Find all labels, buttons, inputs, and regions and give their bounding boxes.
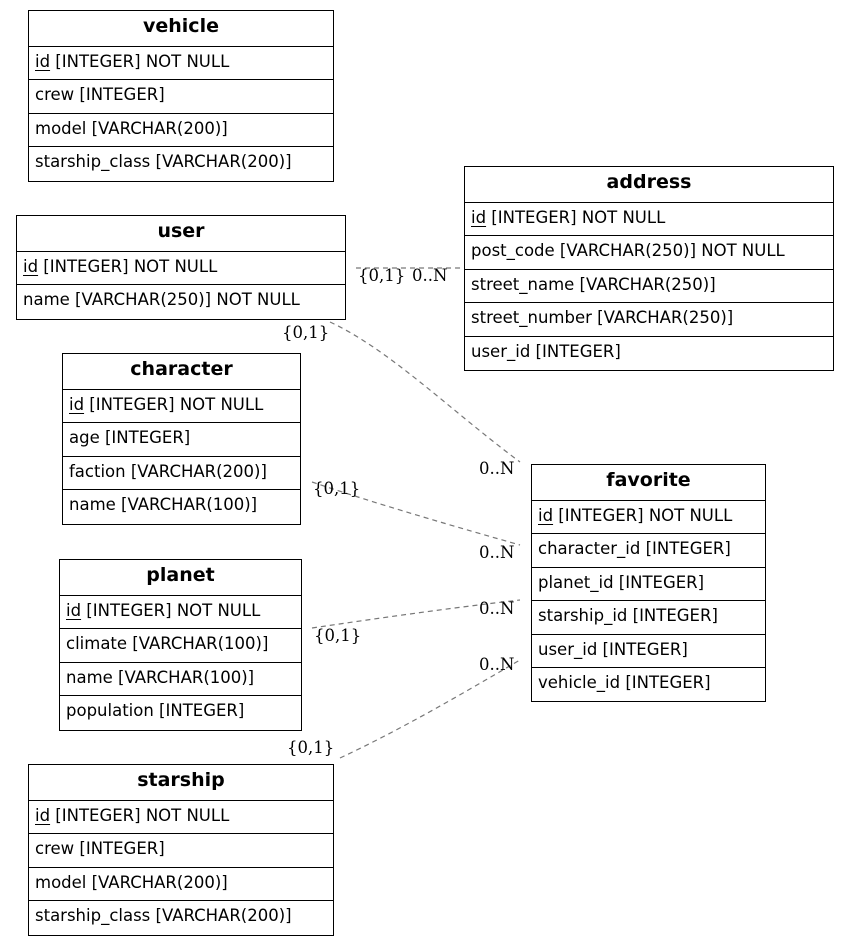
entity-address: address id [INTEGER] NOT NULL post_code … bbox=[464, 166, 834, 371]
entity-title: planet bbox=[60, 560, 301, 596]
primary-key: id bbox=[23, 257, 39, 276]
column-row: model [VARCHAR(200)] bbox=[29, 868, 333, 902]
entity-favorite: favorite id [INTEGER] NOT NULL character… bbox=[531, 464, 766, 703]
column-row: id [INTEGER] NOT NULL bbox=[17, 252, 345, 286]
column-row: starship_id [INTEGER] bbox=[532, 601, 765, 635]
primary-key: id bbox=[538, 506, 554, 525]
edge-planet-favorite bbox=[311, 599, 521, 629]
entity-title: user bbox=[17, 216, 345, 252]
primary-key: id bbox=[69, 395, 85, 414]
entity-title: vehicle bbox=[29, 11, 333, 47]
column-row: crew [INTEGER] bbox=[29, 834, 333, 868]
column-row: user_id [INTEGER] bbox=[471, 341, 621, 361]
primary-key: id bbox=[35, 806, 51, 825]
column-type: [INTEGER] NOT NULL bbox=[50, 806, 230, 825]
column-row: id [INTEGER] NOT NULL bbox=[63, 390, 300, 424]
cardinality-character-favorite-from: {0,1} bbox=[313, 479, 361, 498]
column-row: name [VARCHAR(100)] bbox=[69, 495, 258, 515]
column-type: [INTEGER] NOT NULL bbox=[81, 601, 261, 620]
entity-starship: starship id [INTEGER] NOT NULL crew [INT… bbox=[28, 764, 334, 936]
edge-user-favorite bbox=[329, 321, 521, 463]
entity-user: user id [INTEGER] NOT NULL name [VARCHAR… bbox=[16, 215, 346, 320]
column-row: planet_id [INTEGER] bbox=[532, 568, 765, 602]
column-row: user_id [INTEGER] bbox=[532, 635, 765, 668]
primary-key: id bbox=[66, 601, 82, 620]
column-type: [INTEGER] NOT NULL bbox=[553, 506, 733, 525]
column-row: id [INTEGER] NOT NULL bbox=[60, 596, 301, 630]
column-row: starship_class [VARCHAR(200)] bbox=[35, 906, 292, 926]
cardinality-planet-favorite-from: {0,1} bbox=[314, 626, 362, 645]
cardinality-starship-favorite-to: 0..N bbox=[479, 655, 515, 674]
column-row: age [INTEGER] bbox=[63, 423, 300, 457]
primary-key: id bbox=[471, 208, 487, 227]
entity-title: address bbox=[465, 167, 833, 203]
column-row: id [INTEGER] NOT NULL bbox=[532, 501, 765, 535]
cardinality-user-favorite-to: 0..N bbox=[479, 459, 515, 478]
cardinality-user-address-from: {0,1} bbox=[358, 266, 406, 285]
column-row: character_id [INTEGER] bbox=[532, 534, 765, 568]
column-row: starship_class [VARCHAR(200)] bbox=[35, 152, 292, 172]
entity-character: character id [INTEGER] NOT NULL age [INT… bbox=[62, 353, 301, 525]
column-type: [INTEGER] NOT NULL bbox=[38, 257, 218, 276]
cardinality-starship-favorite-from: {0,1} bbox=[287, 738, 335, 757]
column-type: [INTEGER] NOT NULL bbox=[84, 395, 264, 414]
column-type: [INTEGER] NOT NULL bbox=[486, 208, 666, 227]
column-row: faction [VARCHAR(200)] bbox=[63, 457, 300, 491]
edge-character-favorite bbox=[311, 481, 521, 546]
column-row: street_name [VARCHAR(250)] bbox=[465, 270, 833, 304]
column-row: post_code [VARCHAR(250)] NOT NULL bbox=[465, 236, 833, 270]
entity-title: character bbox=[63, 354, 300, 390]
cardinality-user-favorite-from: {0,1} bbox=[282, 323, 330, 342]
cardinality-planet-favorite-to: 0..N bbox=[479, 599, 515, 618]
column-row: name [VARCHAR(100)] bbox=[60, 663, 301, 697]
column-row: vehicle_id [INTEGER] bbox=[538, 672, 711, 692]
column-row: population [INTEGER] bbox=[66, 701, 245, 721]
column-row: name [VARCHAR(250)] NOT NULL bbox=[23, 290, 300, 310]
entity-title: starship bbox=[29, 765, 333, 801]
column-type: [INTEGER] NOT NULL bbox=[50, 52, 230, 71]
column-row: street_number [VARCHAR(250)] bbox=[465, 303, 833, 337]
entity-title: favorite bbox=[532, 465, 765, 501]
column-row: id [INTEGER] NOT NULL bbox=[29, 47, 333, 81]
column-row: id [INTEGER] NOT NULL bbox=[29, 801, 333, 835]
cardinality-user-address-to: 0..N bbox=[412, 266, 448, 285]
column-row: climate [VARCHAR(100)] bbox=[60, 629, 301, 663]
column-row: model [VARCHAR(200)] bbox=[29, 114, 333, 148]
column-row: crew [INTEGER] bbox=[29, 80, 333, 114]
cardinality-character-favorite-to: 0..N bbox=[479, 543, 515, 562]
primary-key: id bbox=[35, 52, 51, 71]
column-row: id [INTEGER] NOT NULL bbox=[465, 203, 833, 237]
edge-starship-favorite bbox=[339, 659, 521, 759]
entity-vehicle: vehicle id [INTEGER] NOT NULL crew [INTE… bbox=[28, 10, 334, 182]
entity-planet: planet id [INTEGER] NOT NULL climate [VA… bbox=[59, 559, 302, 731]
